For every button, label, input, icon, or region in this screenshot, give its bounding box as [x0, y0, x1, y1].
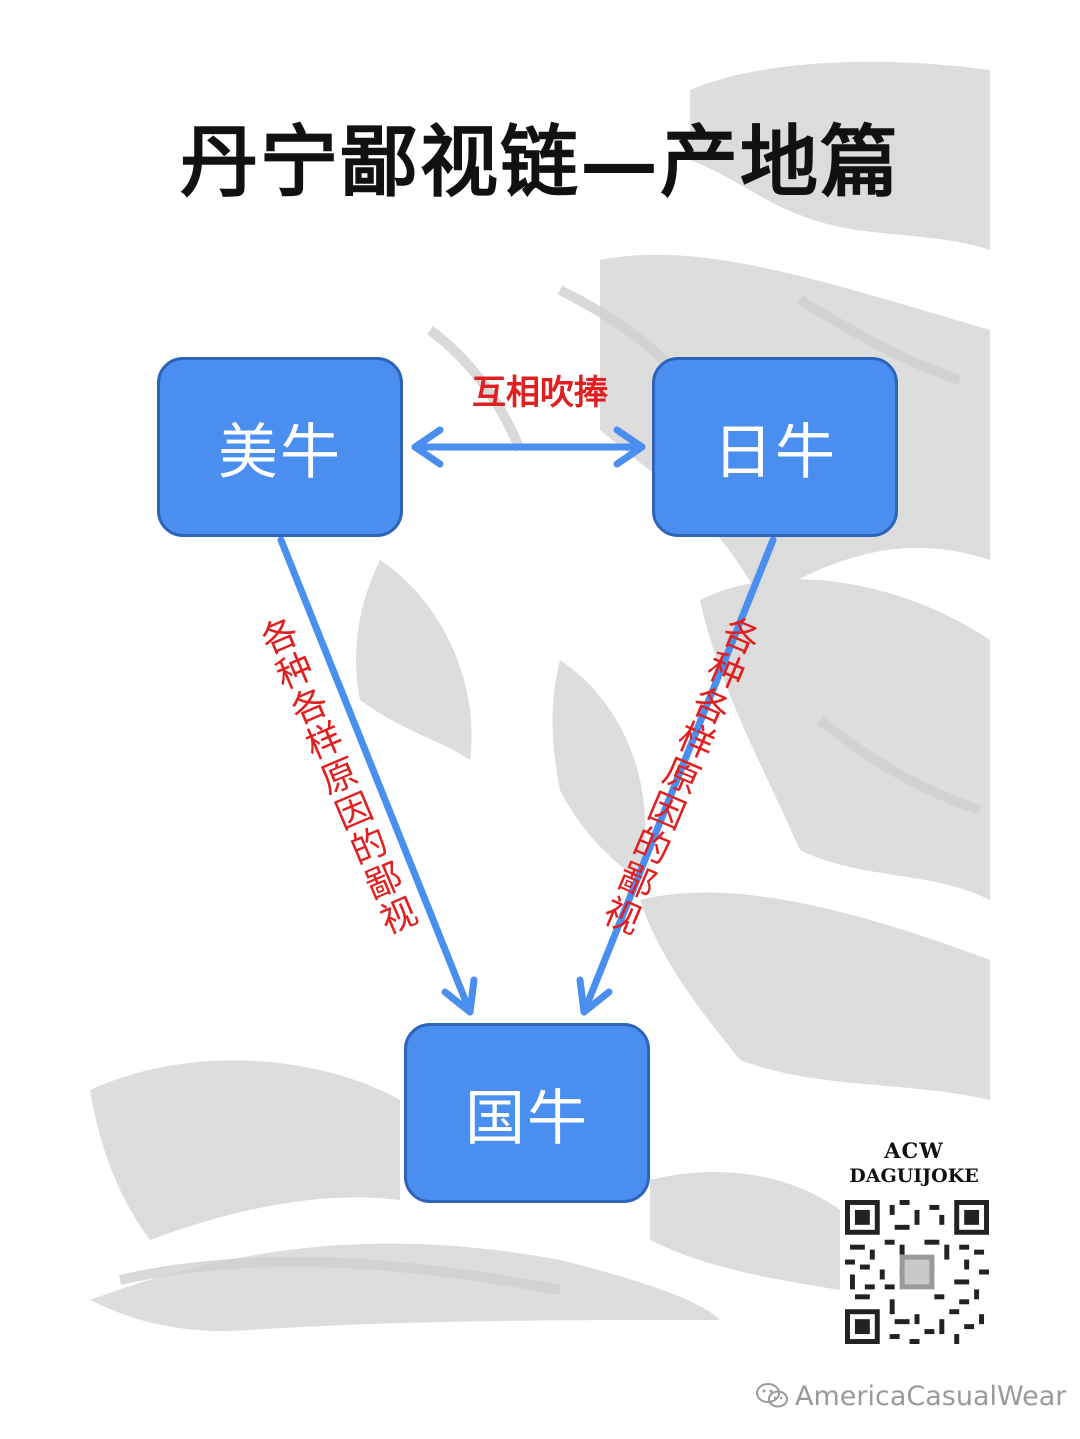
arrow-us-cn — [277, 536, 474, 1016]
arrow-jp-cn — [580, 536, 777, 1016]
qr-code-image — [845, 1200, 989, 1344]
node-us-denim: 美牛 — [157, 357, 403, 537]
footer-account-name: AmericaCasualWear — [795, 1380, 1067, 1412]
wechat-icon — [756, 1383, 788, 1408]
page-title: 丹宁鄙视链—产地篇 — [179, 117, 900, 208]
watermark-text: nelsi — [1078, 1374, 1080, 1418]
node-jp-denim: 日牛 — [652, 357, 898, 537]
arrowhead-us-cn — [441, 976, 478, 1016]
brand-block: ACW DAGUIJOKE — [836, 1138, 992, 1187]
edge-label-top: 互相吹捧 — [472, 373, 608, 413]
brand-line2: DAGUIJOKE — [849, 1165, 979, 1187]
brand-line1: ACW — [884, 1138, 944, 1163]
footer: AmericaCasualWear nelsi — [755, 1374, 1080, 1418]
node-cn-denim: 国牛 — [404, 1023, 650, 1203]
arrowhead-left — [411, 426, 444, 468]
arrowhead-jp-cn — [576, 976, 613, 1016]
arrowhead-right — [613, 426, 646, 468]
